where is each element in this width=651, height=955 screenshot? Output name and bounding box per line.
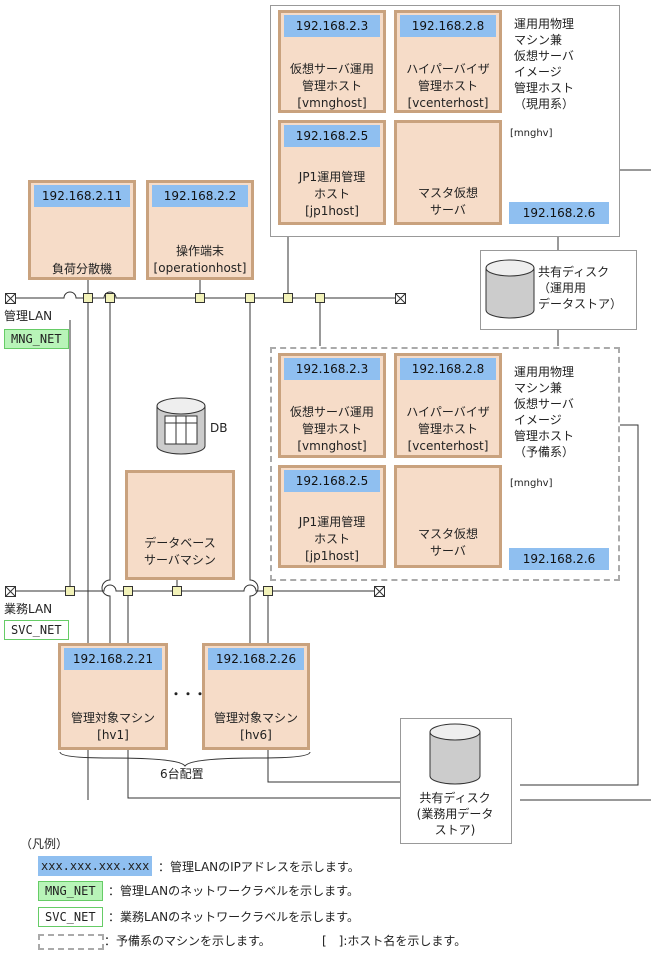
disk-icon (485, 259, 535, 319)
host-master-vm-standby: マスタ仮想 サーバ (394, 465, 502, 568)
legend-svc-sample: SVC_NET (38, 907, 103, 927)
port (315, 293, 325, 303)
db-label: DB (210, 421, 228, 435)
host-jp1host-standby: 192.168.2.5 JP1運用管理 ホスト [jp1host] (278, 465, 386, 568)
mgmt-lan-label: 管理LAN (4, 309, 53, 323)
host-name: マスタ仮想 サーバ (417, 186, 478, 217)
ip-label: 192.168.2.8 (400, 15, 496, 37)
legend-title: （凡例） (20, 837, 69, 851)
lan-terminator-icon (374, 586, 385, 597)
legend-mng-sample: MNG_NET (38, 881, 103, 901)
ip-label: 192.168.2.21 (64, 648, 162, 670)
host-master-vm-primary: マスタ仮想 サーバ (394, 120, 502, 225)
standby-hostname: [mnghv] (510, 478, 553, 489)
host-name: JP1運用管理 ホスト [jp1host] (298, 170, 366, 218)
port (123, 586, 133, 596)
port (245, 293, 255, 303)
standby-ip: 192.168.2.6 (509, 548, 609, 570)
standby-description: 運用用物理 マシン兼 仮想サーバ イメージ 管理ホスト （予備系） (514, 365, 575, 459)
host-vcenterhost-primary: 192.168.2.8 ハイパーバイザ 管理ホスト [vcenterhost] (394, 10, 502, 113)
host-vmnghost-primary: 192.168.2.3 仮想サーバ運用 管理ホスト [vmnghost] (278, 10, 386, 113)
host-name: 負荷分散機 (51, 262, 112, 276)
port (263, 586, 273, 596)
host-name: JP1運用管理 ホスト [jp1host] (298, 515, 366, 563)
shared-disk-biz-label: 共有ディスク (業務用データ ストア) (416, 791, 494, 837)
ellipsis: ・・・ (170, 687, 207, 701)
port (83, 293, 93, 303)
host-vmnghost-standby: 192.168.2.3 仮想サーバ運用 管理ホスト [vmnghost] (278, 353, 386, 458)
port (105, 293, 115, 303)
host-vcenterhost-standby: 192.168.2.8 ハイパーバイザ 管理ホスト [vcenterhost] (394, 353, 502, 458)
port (65, 586, 75, 596)
host-name: マスタ仮想 サーバ (417, 527, 478, 558)
lan-terminator-icon (395, 293, 406, 304)
target-machine-hv1: 192.168.2.21 管理対象マシン [hv1] (58, 643, 168, 750)
mgmt-net-label: MNG_NET (4, 329, 69, 349)
ip-label: 192.168.2.3 (284, 358, 380, 380)
db-server: データベース サーバマシン (125, 470, 235, 580)
legend-host-desc: [ ]:ホスト名を示します。 (322, 934, 467, 948)
ip-label: 192.168.2.26 (208, 648, 304, 670)
six-units-label: 6台配置 (160, 767, 204, 781)
port (283, 293, 293, 303)
legend-standby-desc: ：予備系のマシンを示します。 (104, 934, 271, 948)
ip-label: 192.168.2.2 (152, 185, 248, 207)
host-name: データベース サーバマシン (144, 536, 216, 567)
host-name: 仮想サーバ運用 管理ホスト [vmnghost] (290, 62, 374, 110)
operation-terminal: 192.168.2.2 操作端末 [operationhost] (146, 180, 254, 280)
legend-ip-sample: xxx.xxx.xxx.xxx (38, 856, 153, 876)
host-jp1host-primary: 192.168.2.5 JP1運用管理 ホスト [jp1host] (278, 120, 386, 225)
ip-label: 192.168.2.3 (284, 15, 380, 37)
host-name: ハイパーバイザ 管理ホスト [vcenterhost] (406, 405, 490, 453)
host-name: 仮想サーバ運用 管理ホスト [vmnghost] (290, 405, 374, 453)
host-name: 操作端末 [operationhost] (153, 244, 247, 275)
host-name: 管理対象マシン [hv1] (70, 711, 155, 742)
primary-ip: 192.168.2.6 (509, 202, 609, 224)
database-icon (156, 397, 206, 455)
shared-disk-ops-label: 共有ディスク （運用用 データストア） (538, 265, 623, 311)
ip-label: 192.168.2.11 (34, 185, 130, 207)
lan-terminator-icon (5, 586, 16, 597)
load-balancer: 192.168.2.11 負荷分散機 (28, 180, 136, 280)
svc-net-label: SVC_NET (4, 620, 69, 640)
port (195, 293, 205, 303)
svc-lan-label: 業務LAN (4, 602, 53, 616)
ip-label: 192.168.2.5 (284, 470, 380, 492)
primary-description: 運用用物理 マシン兼 仮想サーバ イメージ 管理ホスト （現用系） (514, 17, 575, 111)
legend-svc-desc: ：業務LANのネットワークラベルを示します。 (108, 910, 359, 924)
ip-label: 192.168.2.8 (400, 358, 496, 380)
primary-hostname: [mnghv] (510, 128, 553, 139)
host-name: 管理対象マシン [hv6] (213, 711, 298, 742)
disk-icon (429, 723, 481, 785)
legend-ip-desc: ：管理LANのIPアドレスを示します。 (158, 860, 360, 874)
lan-terminator-icon (5, 293, 16, 304)
legend-mng-desc: ：管理LANのネットワークラベルを示します。 (108, 884, 359, 898)
target-machine-hv6: 192.168.2.26 管理対象マシン [hv6] (202, 643, 310, 750)
port (172, 586, 182, 596)
host-name: ハイパーバイザ 管理ホスト [vcenterhost] (406, 62, 490, 110)
ip-label: 192.168.2.5 (284, 125, 380, 147)
legend-standby-sample (38, 934, 104, 950)
